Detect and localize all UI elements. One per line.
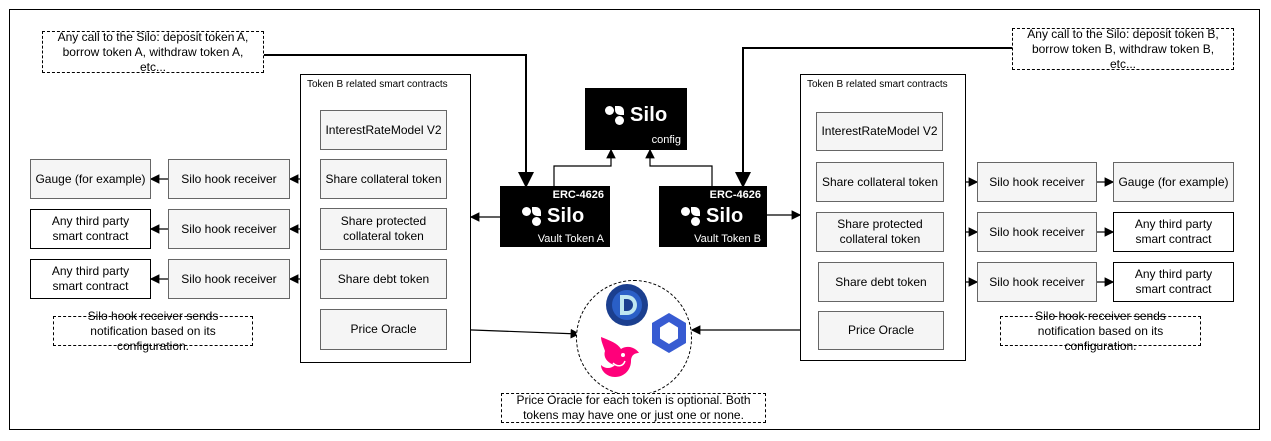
silo-hook-receiver: Silo hook receiver xyxy=(168,259,290,299)
price-oracle-box: Price Oracle xyxy=(320,309,447,350)
interest-rate-model-box: InterestRateModel V2 xyxy=(320,110,447,150)
uniswap-icon xyxy=(601,337,639,377)
silo-hook-receiver: Silo hook receiver xyxy=(168,209,290,249)
silo-hook-receiver: Silo hook receiver xyxy=(977,162,1097,202)
vault-token-a: ERC-4626 Silo Vault Token A xyxy=(500,186,610,247)
silo-logo-icon xyxy=(605,105,625,126)
vault-a-standard: ERC-4626 xyxy=(552,189,604,201)
third-party-contract-box: Any third party smart contract xyxy=(30,209,151,249)
share-collateral-token-box: Share collateral token xyxy=(320,159,447,199)
gauge-box: Gauge (for example) xyxy=(30,159,151,199)
group-title: Token B related smart contracts xyxy=(807,79,948,90)
share-protected-collateral-token-box: Share protected collateral token xyxy=(320,208,447,250)
silo-config-box: Silo config xyxy=(585,88,687,150)
vault-a-label: Vault Token A xyxy=(537,233,604,245)
silo-config-label: config xyxy=(651,134,681,146)
gauge-box: Gauge (for example) xyxy=(1113,162,1234,202)
call-note-token-a: Any call to the Silo: deposit token A, b… xyxy=(42,30,264,74)
share-protected-collateral-token-box: Share protected collateral token xyxy=(816,212,944,252)
silo-logo-icon xyxy=(522,206,542,227)
vault-b-logo: Silo xyxy=(706,205,744,227)
vault-b-label: Vault Token B xyxy=(694,233,761,245)
hook-note-left: Silo hook receiver sends notification ba… xyxy=(53,309,253,353)
price-oracle-box: Price Oracle xyxy=(818,311,944,350)
vault-token-b: ERC-4626 Silo Vault Token B xyxy=(659,186,767,247)
vault-b-standard: ERC-4626 xyxy=(709,189,761,201)
call-note-token-b: Any call to the Silo: deposit token B, b… xyxy=(1012,27,1234,71)
oracle-note: Price Oracle for each token is optional.… xyxy=(501,393,766,423)
third-party-contract-box: Any third party smart contract xyxy=(30,259,151,299)
share-debt-token-box: Share debt token xyxy=(818,262,944,302)
diagram-frame xyxy=(9,9,1260,430)
vault-a-logo: Silo xyxy=(547,205,585,227)
share-debt-token-box: Share debt token xyxy=(320,259,447,299)
dia-oracle-icon xyxy=(606,284,648,326)
silo-config-logo: Silo xyxy=(630,104,668,126)
silo-hook-receiver: Silo hook receiver xyxy=(977,262,1097,302)
group-title: Token B related smart contracts xyxy=(307,79,448,90)
interest-rate-model-box: InterestRateModel V2 xyxy=(816,112,943,151)
hook-note-right: Silo hook receiver sends notification ba… xyxy=(1000,309,1201,353)
third-party-contract-box: Any third party smart contract xyxy=(1113,212,1234,252)
chainlink-icon xyxy=(652,313,686,353)
silo-hook-receiver: Silo hook receiver xyxy=(977,212,1097,252)
silo-hook-receiver: Silo hook receiver xyxy=(168,159,290,199)
share-collateral-token-box: Share collateral token xyxy=(816,162,944,202)
oracle-providers-circle xyxy=(576,280,692,396)
third-party-contract-box: Any third party smart contract xyxy=(1113,262,1234,302)
silo-logo-icon xyxy=(681,206,701,227)
